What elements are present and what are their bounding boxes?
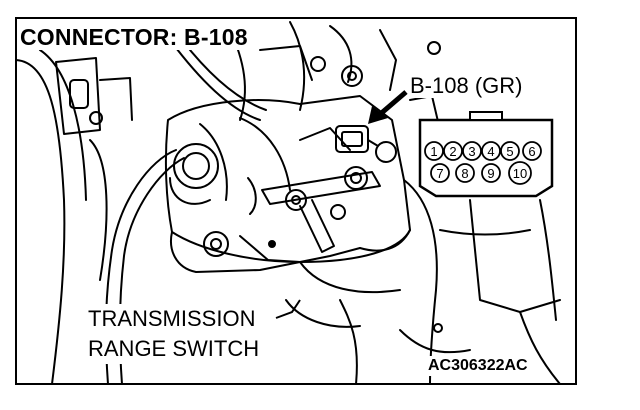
pin-label: 5 bbox=[506, 144, 513, 159]
pin-3 bbox=[462, 141, 482, 161]
pin-label: 4 bbox=[487, 144, 494, 159]
component-label-line-1: TRANSMISSION bbox=[88, 306, 256, 331]
pin-10 bbox=[508, 161, 532, 185]
pin-8 bbox=[455, 163, 475, 183]
pin-row-bottom bbox=[430, 161, 532, 185]
pin-label: 3 bbox=[468, 144, 475, 159]
diagram-title: CONNECTOR: B-108 bbox=[18, 24, 250, 50]
component-leader-line bbox=[275, 299, 301, 319]
pin-7 bbox=[430, 163, 450, 183]
pin-row-top bbox=[424, 141, 542, 161]
pin-9 bbox=[481, 163, 501, 183]
pin-6 bbox=[522, 141, 542, 161]
figure-code: AC306322AC bbox=[426, 356, 530, 376]
pin-5 bbox=[500, 141, 520, 161]
pointer-arrow bbox=[368, 90, 408, 124]
pin-label: 8 bbox=[461, 166, 468, 181]
component-label: TRANSMISSION RANGE SWITCH bbox=[84, 304, 264, 364]
pin-label: 10 bbox=[513, 166, 527, 181]
pin-label: 6 bbox=[528, 144, 535, 159]
connector-pinout: 1 2 3 4 5 6 7 8 9 10 bbox=[418, 111, 554, 198]
pin-4 bbox=[481, 141, 501, 161]
pin-label: 2 bbox=[449, 144, 456, 159]
pin-label: 1 bbox=[430, 144, 437, 159]
pin-2 bbox=[443, 141, 463, 161]
pin-label: 9 bbox=[487, 166, 494, 181]
connector-label: B-108 (GR) bbox=[408, 73, 525, 98]
component-label-line-2: RANGE SWITCH bbox=[88, 336, 260, 361]
pin-1 bbox=[424, 141, 444, 161]
pin-label: 7 bbox=[436, 166, 443, 181]
